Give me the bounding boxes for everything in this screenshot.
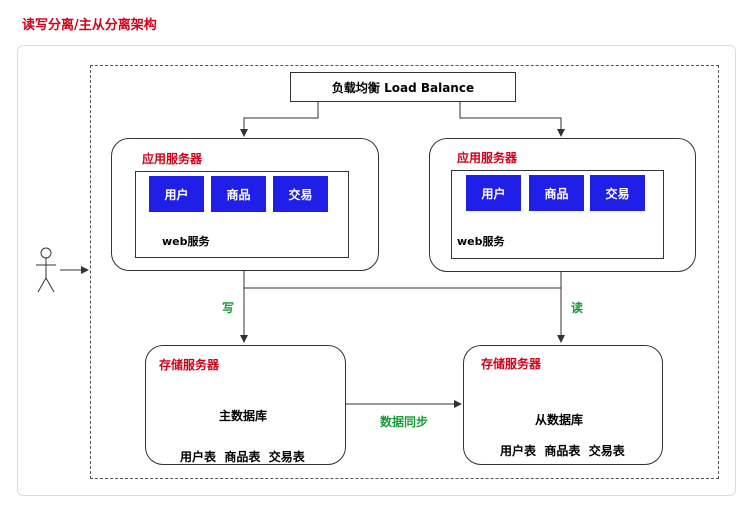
read-label: 读 [571, 301, 584, 315]
module-product-left: 商品 [211, 176, 266, 212]
master-db-label: 主数据库 [219, 409, 268, 423]
load-balancer-box: 负载均衡 Load Balance [290, 72, 516, 102]
app-server-left-title: 应用服务器 [142, 152, 203, 166]
module-trade-right: 交易 [590, 175, 645, 211]
sync-label: 数据同步 [380, 415, 429, 429]
lb-to-app-left [240, 101, 319, 137]
storage-server-left-title: 存储服务器 [159, 358, 220, 372]
user-actor-icon [36, 247, 56, 293]
web-service-right: web服务 [457, 235, 505, 248]
module-user-left: 用户 [149, 176, 204, 212]
storage-server-right [463, 345, 663, 465]
lb-to-app-right [459, 101, 565, 137]
module-trade-left: 交易 [273, 176, 328, 212]
system-boundary [90, 65, 719, 479]
master-tables-label: 用户表 商品表 交易表 [180, 450, 305, 464]
page-title: 读写分离/主从分离架构 [22, 18, 157, 33]
slave-tables-label: 用户表 商品表 交易表 [500, 444, 625, 458]
storage-server-right-title: 存储服务器 [481, 357, 542, 371]
web-service-left: web服务 [162, 235, 210, 248]
module-product-right: 商品 [529, 175, 584, 211]
module-user-right: 用户 [466, 175, 521, 211]
storage-server-left [145, 345, 346, 465]
app-server-right-title: 应用服务器 [457, 151, 518, 165]
slave-db-label: 从数据库 [535, 413, 584, 427]
write-label: 写 [222, 301, 235, 315]
